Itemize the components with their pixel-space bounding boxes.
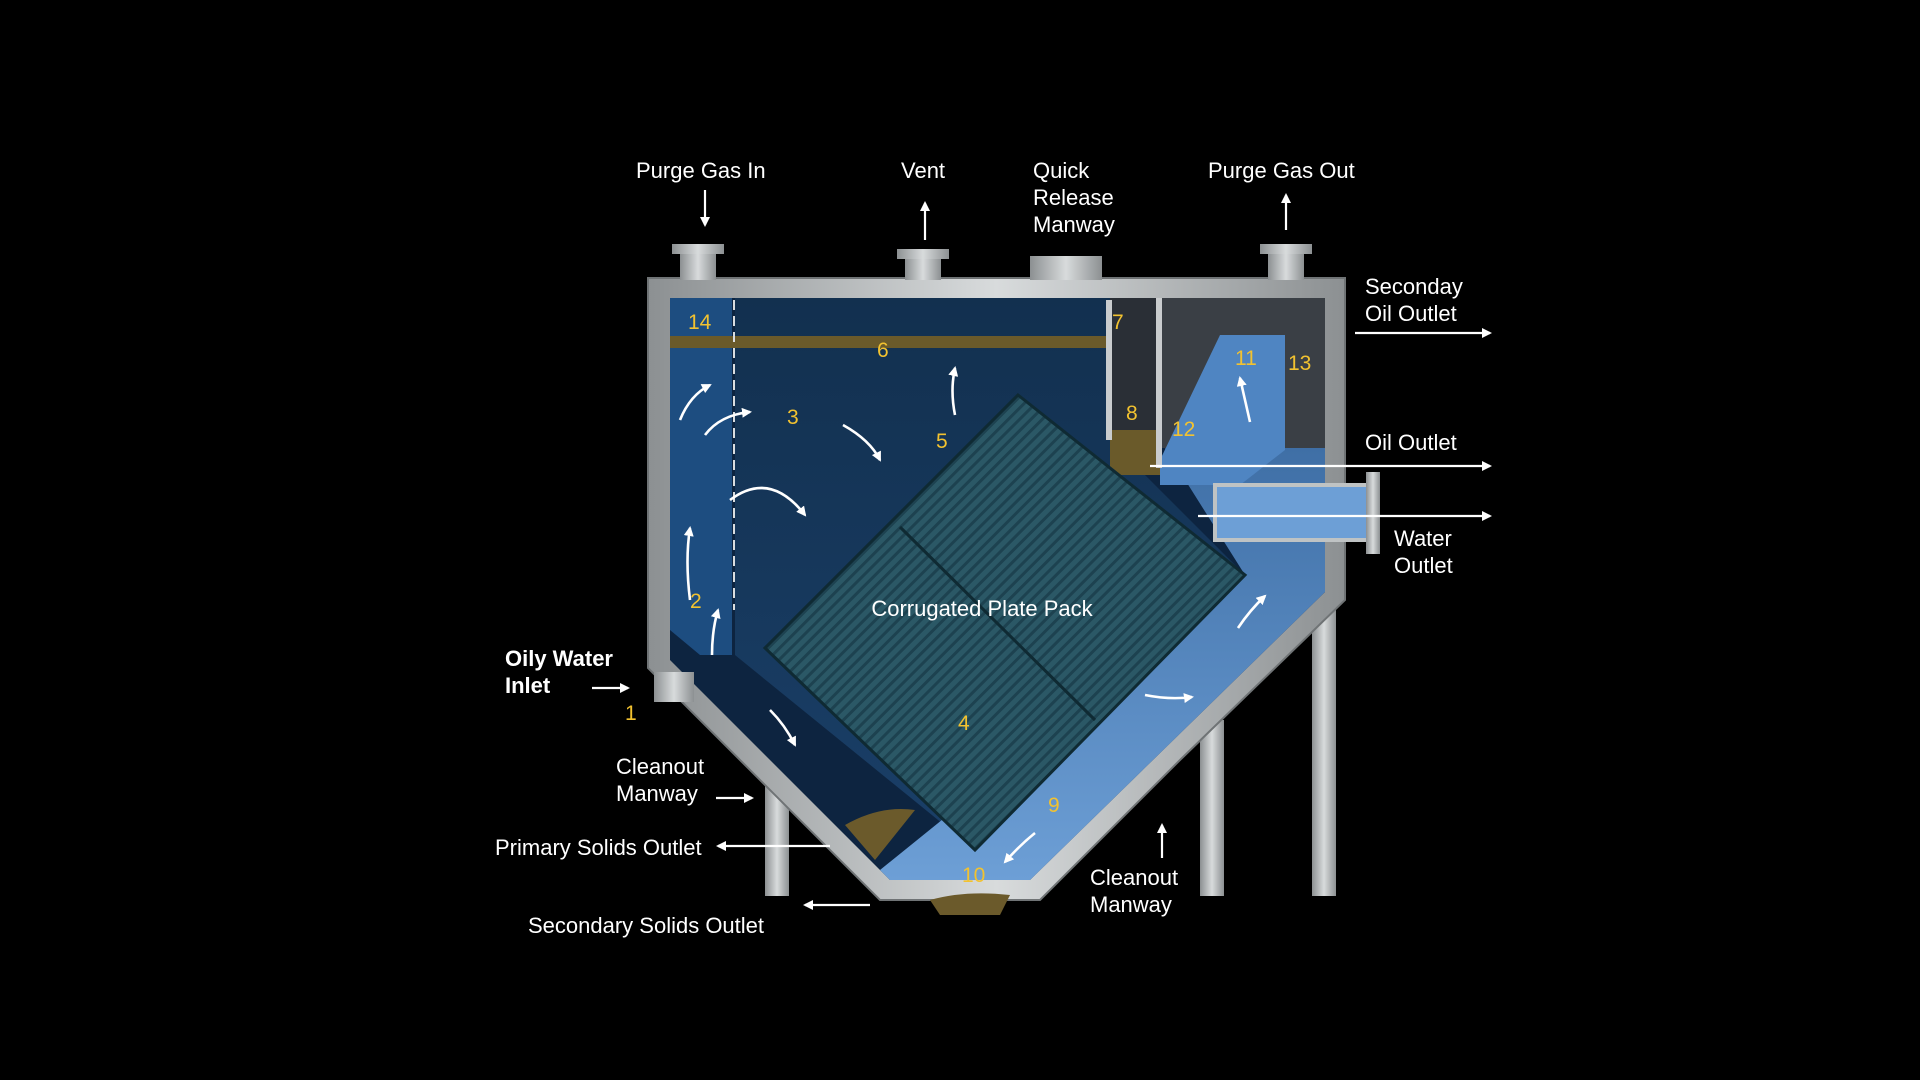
callout-8: 8 [1126,402,1138,425]
label-cleanout-left-1: Cleanout [616,754,704,779]
label-secondary-oil-1: Seconday [1365,274,1463,299]
inlet-channel [670,298,732,655]
label-oily-water-2: Inlet [505,673,551,698]
label-water-outlet-2: Outlet [1394,553,1453,578]
label-quick-release-3: Manway [1033,212,1115,237]
corrugated-plate-pack [762,392,1248,853]
water-outlet-pipe [1213,472,1380,554]
callout-9: 9 [1048,794,1060,817]
callout-14: 14 [688,311,712,334]
flow-arrow-icon [710,608,721,656]
label-vent: Vent [901,158,945,183]
flow-arrow-icon [1003,831,1036,864]
flow-arrow-icon [769,709,797,747]
label-cleanout-right-2: Manway [1090,892,1172,917]
callout-7: 7 [1112,311,1124,334]
flow-arrow-icon [729,486,807,517]
label-oily-water-1: Oily Water [505,646,613,671]
flow-arrow-icon [842,423,882,462]
flow-arrow-icon [1236,594,1267,629]
label-purge-gas-out: Purge Gas Out [1208,158,1355,183]
label-oil-outlet: Oil Outlet [1365,430,1457,455]
label-quick-release-1: Quick [1033,158,1090,183]
labels: Purge Gas In Vent Quick Release Manway P… [495,158,1463,938]
callout-5: 5 [936,430,948,453]
label-arrows [592,190,1492,910]
callout-10: 10 [962,864,985,887]
flow-arrows [678,366,1267,864]
flow-arrow-icon [678,383,712,421]
callout-2: 2 [690,590,702,613]
callout-12: 12 [1172,418,1195,441]
label-quick-release-2: Release [1033,185,1114,210]
label-plate-pack: Corrugated Plate Pack [871,596,1093,621]
callout-4: 4 [958,712,970,735]
flow-arrow-icon [683,526,694,601]
flow-arrow-icon [1236,376,1252,423]
label-cleanout-right-1: Cleanout [1090,865,1178,890]
oil-accumulation [1110,430,1160,475]
primary-sludge [845,809,915,860]
flow-arrow-icon [1144,693,1194,704]
flow-arrow-icon [948,366,959,416]
label-purge-gas-in: Purge Gas In [636,158,766,183]
water-riser [1160,335,1285,485]
label-primary-solids: Primary Solids Outlet [495,835,702,860]
flow-arrow-icon [703,407,752,436]
label-secondary-solids: Secondary Solids Outlet [528,913,764,938]
callout-13: 13 [1288,352,1311,375]
label-water-outlet-1: Water [1394,526,1452,551]
top-nozzles [672,244,1312,280]
inlet-nozzle [654,672,694,702]
secondary-sludge [930,893,1010,915]
weir-baffle [1106,300,1112,440]
callout-3: 3 [787,406,799,429]
callout-11: 11 [1235,347,1257,370]
oil-weir [1156,298,1162,468]
label-cleanout-left-2: Manway [616,781,698,806]
callouts: 1 2 3 4 5 6 7 8 9 10 11 12 13 14 [625,311,1311,887]
oil-layer [670,336,1110,348]
callout-6: 6 [877,339,889,362]
callout-1: 1 [625,702,637,725]
label-secondary-oil-2: Oil Outlet [1365,301,1457,326]
